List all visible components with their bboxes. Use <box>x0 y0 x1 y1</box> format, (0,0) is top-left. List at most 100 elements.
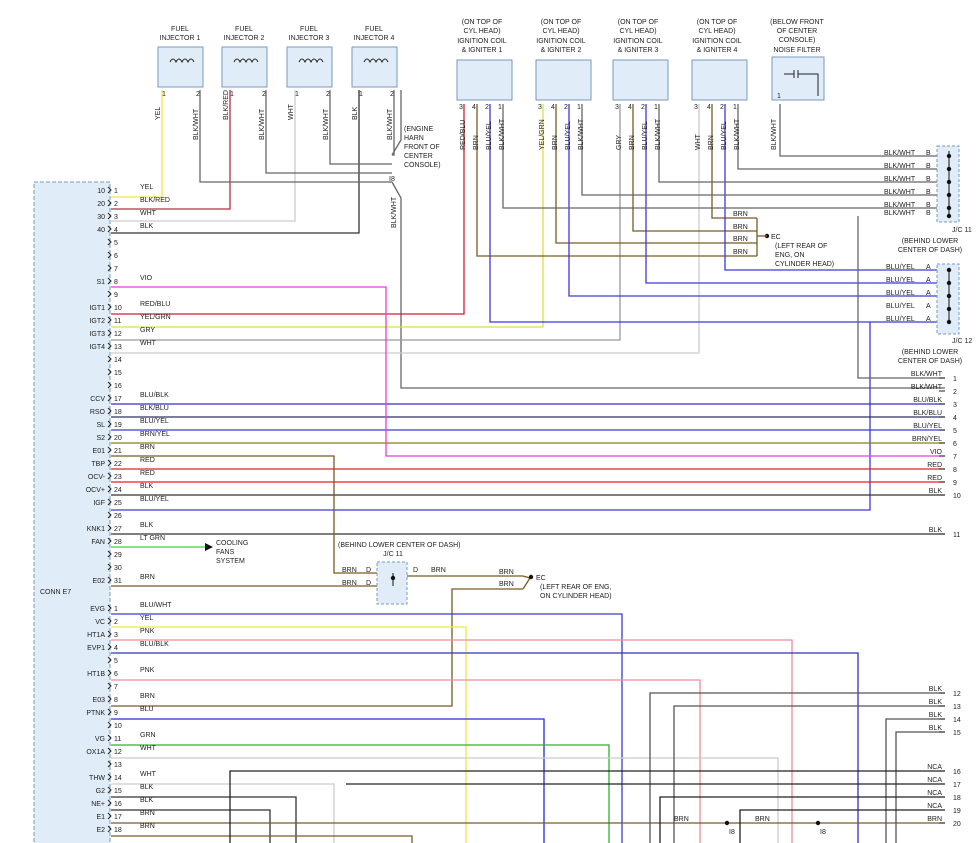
wire-coil4-brn <box>711 104 757 219</box>
ecm-pin-mark <box>107 695 112 703</box>
coil-name: IGNITION COIL <box>536 38 586 45</box>
ecm-pin-number: 19 <box>114 422 122 429</box>
terminal-number: 16 <box>953 769 961 776</box>
ecm-pin-number: 22 <box>114 461 122 468</box>
noise-filter-location: (BELOW FRONT <box>770 19 824 26</box>
ecm-pin-signal: VC <box>95 619 105 626</box>
ec-mid-stub2 <box>522 577 531 590</box>
ecm-wire-label: WHT <box>140 771 157 778</box>
terminal-number: 4 <box>953 415 957 422</box>
ecm-pin-mark <box>107 329 112 337</box>
ecm-pin-mark <box>107 786 112 794</box>
terminal-number: 17 <box>953 782 961 789</box>
injector-title: INJECTOR 2 <box>224 35 265 42</box>
ecm-wire-label: BLU/YEL <box>140 418 169 425</box>
cooling-fans-label: FANS <box>216 549 235 556</box>
ecm-pin-signal: IGT4 <box>89 344 105 351</box>
jc11-mid-wire-in1: BRN <box>342 567 357 574</box>
ecm-wire-label: BLU <box>140 706 154 713</box>
ec-mid-wire1: BRN <box>499 569 514 576</box>
ecm-pin-signal: S2 <box>96 435 105 442</box>
wire-term19 <box>739 809 945 843</box>
injector-wire-label: BLK/WHT <box>259 108 266 140</box>
ecm-pin-mark <box>107 708 112 716</box>
ecm-pin-mark <box>107 682 112 690</box>
ecm-body <box>33 181 111 843</box>
ecm-pin-mark <box>107 199 112 207</box>
coil-wire-label: BLK/WHT <box>578 118 585 150</box>
ecm-pin-number: 27 <box>114 526 122 533</box>
ecm-pin-number: 17 <box>114 396 122 403</box>
coil-pin: 1 <box>498 104 502 111</box>
junction-connector-11 <box>936 145 960 223</box>
terminal-wire-label: NCA <box>927 803 942 810</box>
coil-pin: 1 <box>577 104 581 111</box>
engine-harness-note: (ENGINE <box>404 126 434 133</box>
jc11-wire-label: BLK/WHT <box>884 176 916 183</box>
wire-noise-filter-blkwht <box>779 104 940 157</box>
connector-label: CONN E7 <box>40 589 71 596</box>
jc11-node <box>946 192 952 198</box>
ecm-pin-mark <box>107 459 112 467</box>
ecm-wire-label: BRN/YEL <box>140 431 170 438</box>
ecm-pin-signal: IGT1 <box>89 305 105 312</box>
jc12-node <box>946 267 952 273</box>
terminal-number: 7 <box>953 454 957 461</box>
jc12-wire-label: BLU/YEL <box>886 316 915 323</box>
terminal-wire-label: VIO <box>930 449 943 456</box>
engine-harness-note: CONSOLE) <box>404 162 441 169</box>
jc11-mid-pin-in2: D <box>366 580 371 587</box>
coil-pin: 1 <box>733 104 737 111</box>
terminal-wire-label: NCA <box>927 777 942 784</box>
injector-pin: 1 <box>162 91 166 98</box>
ecm-pin-signal: 40 <box>97 227 105 234</box>
ecm-pin-mark <box>107 264 112 272</box>
ecm-wire-label: BLK <box>140 223 154 230</box>
terminal-number: 11 <box>953 532 960 539</box>
jc11-pin-label: B <box>926 163 931 170</box>
ecm-pin-number: 2 <box>114 201 118 208</box>
ecm-pin-number: 5 <box>114 658 118 665</box>
terminal-number: 15 <box>953 730 961 737</box>
injector-wire-label: BLK/WHT <box>323 108 330 140</box>
ecm-pin-mark <box>107 760 112 768</box>
terminal-number: 1 <box>953 376 957 383</box>
ecm-pin-signal: OCV- <box>88 474 106 481</box>
coil-name: IGNITION COIL <box>692 38 742 45</box>
ecm-wire-label: WHT <box>140 210 157 217</box>
ec-top-location: CYLINDER HEAD) <box>775 261 834 268</box>
wire-igt1 <box>111 104 465 315</box>
ecm-pin-number: 20 <box>114 435 122 442</box>
wire-vg <box>111 744 610 843</box>
ecm-wire-label: BLK <box>140 797 154 804</box>
ecm-pin-number: 21 <box>114 448 122 455</box>
ecm-wire-label: WHT <box>140 340 157 347</box>
ec-top-location: (LEFT REAR OF <box>775 243 827 250</box>
ecm-pin-mark <box>107 812 112 820</box>
ecm-pin-mark <box>107 368 112 376</box>
ecm-pin-number: 11 <box>114 736 121 743</box>
coil-pin: 4 <box>472 104 476 111</box>
wire-coil2-brn <box>555 104 757 244</box>
jc11-node <box>946 179 952 185</box>
ecm-pin-number: 13 <box>114 344 122 351</box>
ecm-pin-number: 17 <box>114 814 122 821</box>
ecm-pin-mark <box>107 563 112 571</box>
terminal-wire-label: BLK <box>929 712 943 719</box>
jc11-mid-node <box>390 575 396 581</box>
ecm-wire-label: GRN <box>140 732 156 739</box>
coil-wire-label: BRN <box>473 135 480 150</box>
jc11-pin-label: B <box>926 150 931 157</box>
ec-top-wire-label: BRN <box>733 249 748 256</box>
injector-pin: 2 <box>326 91 330 98</box>
injector-title: FUEL <box>300 26 318 33</box>
ecm-pin-mark <box>107 394 112 402</box>
bottom-splice-right-wire: BRN <box>755 816 770 823</box>
ecm-pin-number: 31 <box>114 578 122 585</box>
ecm-pin-signal: E03 <box>93 697 106 704</box>
injector-title: FUEL <box>365 26 383 33</box>
ecm-wire-label: BLU/BLK <box>140 641 169 648</box>
ec-top-wire-label: BRN <box>733 236 748 243</box>
terminal-number: 10 <box>953 493 961 500</box>
coil-pin: 2 <box>641 104 645 111</box>
